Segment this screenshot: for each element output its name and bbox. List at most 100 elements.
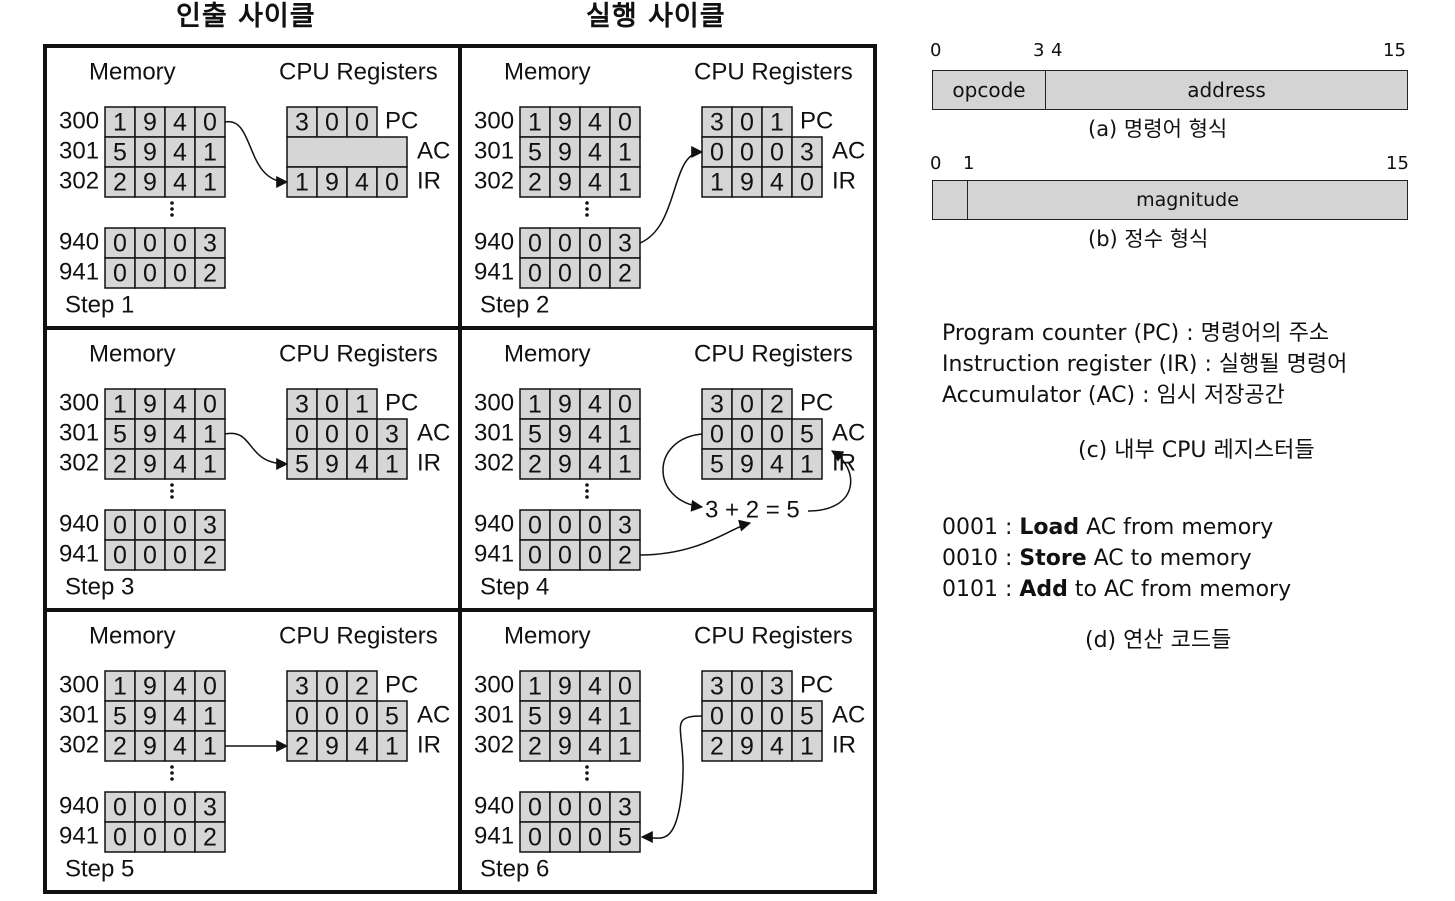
ac-to-adder-arrow — [662, 433, 704, 512]
memory-address: 940 — [474, 792, 514, 819]
ir-register-digit: 4 — [770, 451, 784, 479]
pc-register-digit: 0 — [325, 109, 339, 137]
memory-302-cell — [579, 730, 611, 762]
memory-302-cell — [609, 730, 641, 762]
memory-address: 301 — [59, 137, 99, 164]
ellipsis-dot — [585, 489, 589, 493]
ac-register-digit: 3 — [800, 139, 814, 167]
execute-cycle-header: 실행 사이클 — [586, 1, 726, 32]
memory-940-digit: 0 — [558, 794, 572, 822]
ac-register-digit: 0 — [295, 421, 309, 449]
memory-301-digit: 9 — [558, 703, 572, 731]
memory-302-digit: 9 — [558, 169, 572, 197]
opcode-desc: to AC from memory — [1067, 577, 1292, 602]
memory-941-digit: 0 — [113, 542, 127, 570]
step-label: Step 3 — [65, 573, 134, 600]
memory-300-cell — [194, 388, 226, 420]
add-annotation: 3 + 2 = 5 — [705, 496, 800, 523]
ellipsis-dot — [585, 777, 589, 781]
memory-940-cell — [609, 509, 641, 541]
memory-302-digit: 9 — [558, 733, 572, 761]
ac-register-digit: 0 — [740, 139, 754, 167]
memory-941-digit: 0 — [143, 824, 157, 852]
memory-300-cell — [519, 670, 551, 702]
memory-302-digit: 2 — [113, 169, 127, 197]
ac-label: AC — [832, 701, 865, 728]
memory-301-cell — [104, 136, 136, 168]
memory-941-cell — [549, 539, 581, 571]
memory-300-digit: 9 — [558, 109, 572, 137]
ac-register-digit: 0 — [770, 703, 784, 731]
memory-940-cell — [104, 791, 136, 823]
ellipsis-dot — [585, 771, 589, 775]
ir-label: IR — [417, 167, 441, 194]
pc-register-digit: 1 — [770, 109, 784, 137]
memory-address: 300 — [59, 671, 99, 698]
memory-940-digit: 0 — [113, 794, 127, 822]
memory-302-cell — [609, 166, 641, 198]
memory-940-digit: 0 — [588, 512, 602, 540]
memory-300-digit: 0 — [203, 391, 217, 419]
memory-940-digit: 0 — [558, 512, 572, 540]
memory-941-digit: 0 — [143, 260, 157, 288]
ir-register-digit: 9 — [740, 733, 754, 761]
memory-301-cell — [549, 700, 581, 732]
memory-301-digit: 5 — [528, 139, 542, 167]
store-arrow — [640, 715, 703, 844]
memory-941-digit: 0 — [173, 260, 187, 288]
instruction-format-box: opcode address — [932, 70, 1408, 110]
memory-302-cell — [194, 730, 226, 762]
memory-940-digit: 0 — [173, 230, 187, 258]
pc-register-digit: 0 — [740, 109, 754, 137]
opcode-line-add: 0101 : Add to AC from memory — [942, 574, 1291, 605]
memory-301-digit: 5 — [113, 421, 127, 449]
memory-address: 301 — [59, 701, 99, 728]
memory-302-digit: 9 — [558, 451, 572, 479]
ac-register-digit: 0 — [770, 421, 784, 449]
memory-941-cell — [194, 257, 226, 289]
integer-format-box: magnitude — [932, 180, 1408, 220]
memory-940-cell — [194, 227, 226, 259]
pc-register-digit: 3 — [710, 391, 724, 419]
memory-302-cell — [104, 448, 136, 480]
memory-300-cell — [609, 388, 641, 420]
pc-register-digit: 0 — [325, 391, 339, 419]
pc-register-cell — [761, 106, 793, 138]
memory-label: Memory — [89, 622, 176, 649]
ac-label: AC — [417, 701, 450, 728]
memory-941-cell — [609, 257, 641, 289]
memory-302-digit: 1 — [618, 733, 632, 761]
step-label: Step 4 — [480, 573, 549, 600]
ir-register-digit: 1 — [385, 451, 399, 479]
memory-address: 301 — [59, 419, 99, 446]
memory-301-digit: 1 — [618, 421, 632, 449]
memory-302-digit: 4 — [588, 169, 602, 197]
instr-bit-3: 3 — [1033, 40, 1045, 61]
memory-301-digit: 4 — [173, 139, 187, 167]
ir-register-cell — [316, 730, 348, 762]
address-field: address — [1187, 78, 1266, 102]
pc-register-digit: 1 — [355, 391, 369, 419]
memory-300-digit: 9 — [558, 673, 572, 701]
memory-address: 941 — [474, 258, 514, 285]
memory-302-cell — [134, 166, 166, 198]
memory-940-digit: 0 — [588, 794, 602, 822]
memory-301-digit: 9 — [143, 703, 157, 731]
pc-register-digit: 0 — [325, 673, 339, 701]
ir-register-digit: 1 — [800, 733, 814, 761]
memory-300-digit: 1 — [113, 391, 127, 419]
memory-940-digit: 0 — [528, 230, 542, 258]
ir-register-cell — [376, 448, 408, 480]
ir-register-cell — [701, 448, 733, 480]
memory-941-cell — [609, 539, 641, 571]
ac-register-empty — [286, 136, 408, 168]
memory-label: Memory — [504, 58, 591, 85]
memory-300-digit: 4 — [173, 109, 187, 137]
memory-302-digit: 2 — [528, 451, 542, 479]
opcode-code: 0101 : — [942, 577, 1020, 602]
integer-format-caption: (b) 정수 형식 — [1088, 227, 1209, 251]
ac-register-cell — [701, 136, 733, 168]
memory-302-digit: 1 — [203, 169, 217, 197]
memory-941-digit: 0 — [558, 542, 572, 570]
pc-register-digit: 0 — [355, 109, 369, 137]
